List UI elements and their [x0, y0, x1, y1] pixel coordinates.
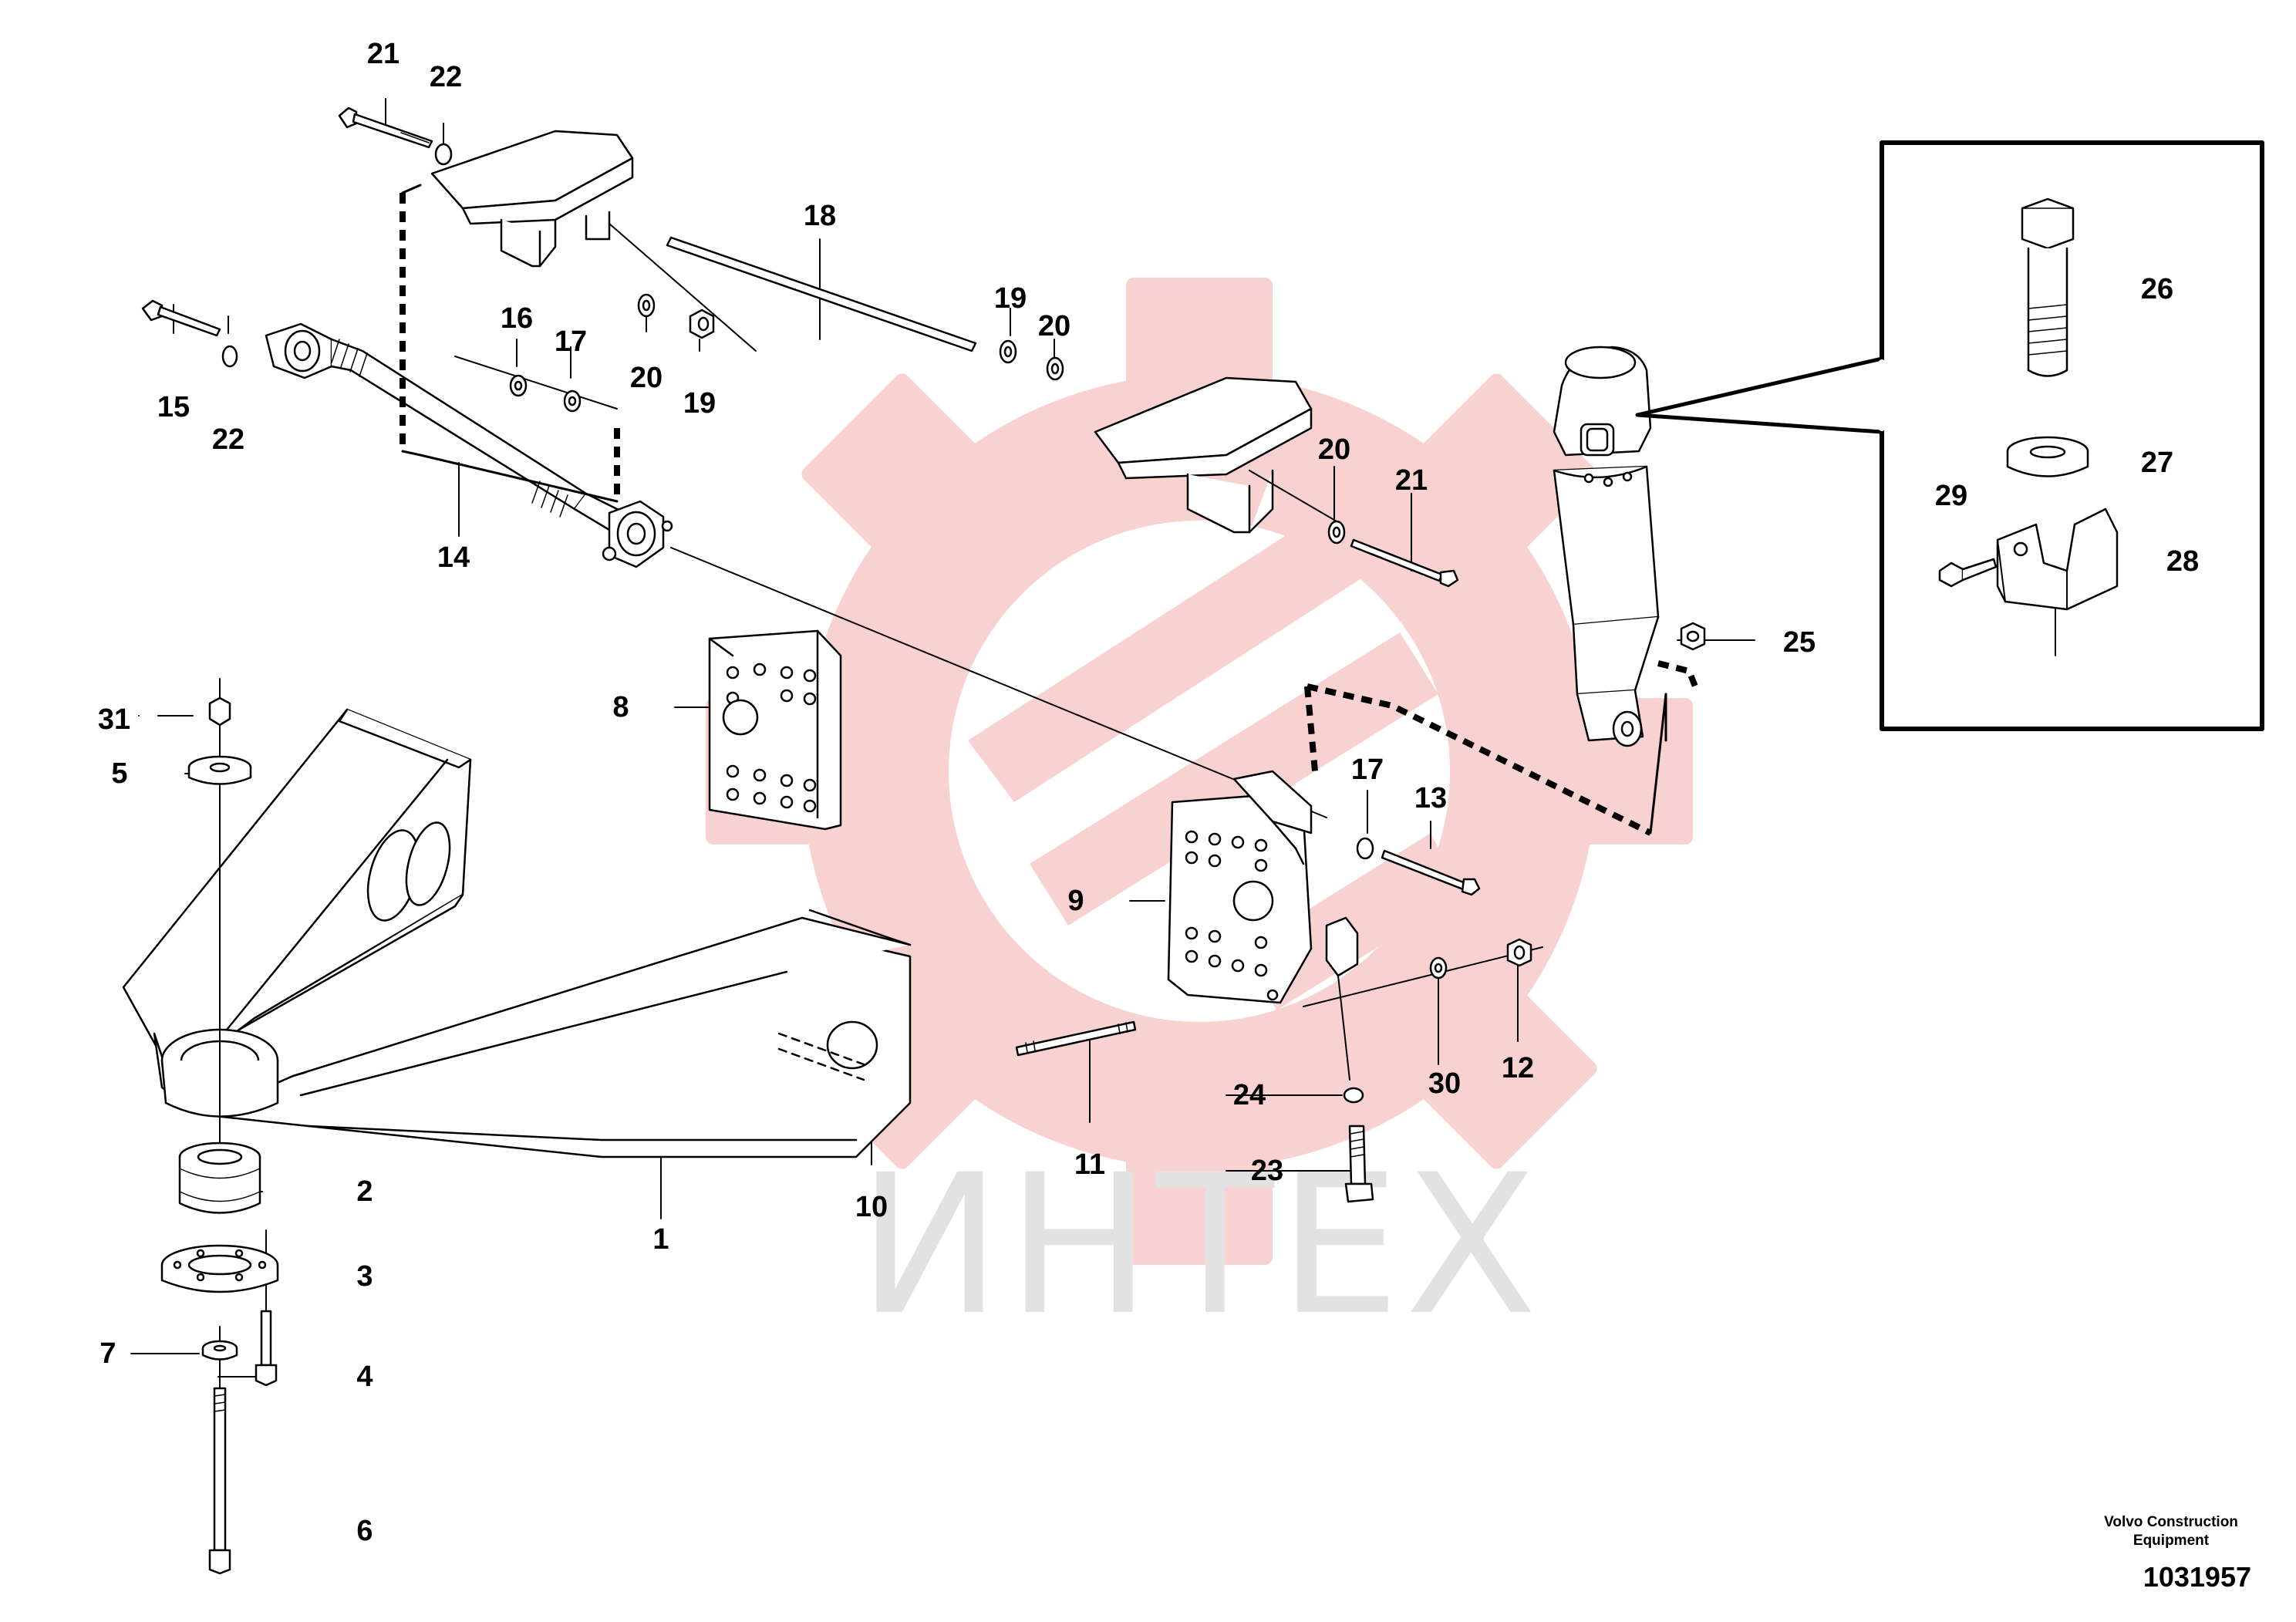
- brand-line-2: Equipment: [2132, 1533, 2210, 1549]
- axis-lines: [454, 223, 1343, 818]
- document-number: 1031957: [2143, 1561, 2251, 1593]
- solid-link-lines: [401, 184, 1667, 835]
- plate-8: [708, 629, 842, 831]
- callout-28: 28: [2166, 545, 2200, 578]
- bolt-21-top: [338, 106, 433, 149]
- callout-1: 1: [652, 1223, 669, 1256]
- callout-23: 23: [1250, 1155, 1284, 1187]
- bolt-4: [255, 1310, 278, 1387]
- callout-29: 29: [1934, 480, 1968, 512]
- callout-25: 25: [1782, 626, 1816, 659]
- callout-17-upper: 17: [554, 325, 588, 358]
- callout-8: 8: [612, 691, 629, 723]
- brand-label: Volvo Construction Equipment: [2086, 1513, 2256, 1550]
- washer-22-left: [221, 345, 238, 368]
- bolt-6: [208, 1387, 231, 1575]
- callout-31: 31: [97, 703, 131, 736]
- shock-absorber: [1553, 346, 1660, 747]
- callout-16: 16: [500, 302, 534, 335]
- dashed-link-lines: [400, 193, 1700, 836]
- callout-2: 2: [356, 1175, 373, 1208]
- callout-19-left: 19: [683, 387, 716, 420]
- callout-3: 3: [356, 1260, 373, 1293]
- callout-20-left: 20: [629, 362, 663, 394]
- brand-line-1: Volvo Construction: [2104, 1514, 2238, 1530]
- callout-20-right: 20: [1317, 433, 1351, 466]
- callout-24: 24: [1232, 1079, 1266, 1111]
- rod-18: [666, 236, 977, 352]
- callout-4: 4: [356, 1361, 373, 1393]
- callout-19-right: 19: [993, 282, 1027, 315]
- nut-31: [208, 696, 231, 727]
- callout-15: 15: [157, 391, 190, 423]
- bolt-15: [141, 299, 221, 337]
- callout-27: 27: [2140, 447, 2174, 479]
- callout-6: 6: [356, 1515, 373, 1547]
- bolt-13: [1356, 837, 1481, 896]
- callout-14: 14: [437, 541, 470, 574]
- inset-detail: [1635, 140, 2264, 731]
- washer-7: [201, 1340, 238, 1361]
- nut-25: [1680, 622, 1706, 651]
- bolt-21-right: [1350, 538, 1459, 588]
- callout-22-top: 22: [429, 61, 463, 93]
- callout-18: 18: [803, 200, 837, 232]
- washer-5: [187, 755, 252, 785]
- callout-7: 7: [99, 1337, 116, 1370]
- callout-13: 13: [1414, 782, 1448, 814]
- bushing-2: [178, 1141, 261, 1214]
- callout-11: 11: [1074, 1148, 1106, 1181]
- bracket-9: [1167, 770, 1313, 1004]
- callout-12: 12: [1501, 1052, 1535, 1084]
- clip-and-bolt-23: [1325, 916, 1374, 1203]
- callout-9: 9: [1067, 885, 1084, 917]
- watermark-text: ИНТЕХ: [858, 1133, 1542, 1357]
- stud-11: [1015, 938, 1543, 1057]
- callout-30: 30: [1428, 1067, 1462, 1100]
- flange-3: [160, 1244, 279, 1293]
- callout-10: 10: [855, 1191, 888, 1223]
- washers-upper: [509, 293, 1346, 545]
- callout-22-left: 22: [211, 423, 245, 456]
- upper-bracket-left: [430, 130, 634, 268]
- callout-26: 26: [2140, 273, 2174, 305]
- upper-bracket-right: [1094, 376, 1313, 534]
- washer-22-top: [434, 143, 453, 166]
- callout-17-lower: 17: [1350, 754, 1384, 786]
- callout-5: 5: [111, 757, 128, 790]
- torque-rod-14: [265, 322, 673, 568]
- callout-20-mid: 20: [1037, 310, 1071, 342]
- callout-21-top: 21: [366, 38, 400, 70]
- callout-21-right: 21: [1394, 464, 1428, 497]
